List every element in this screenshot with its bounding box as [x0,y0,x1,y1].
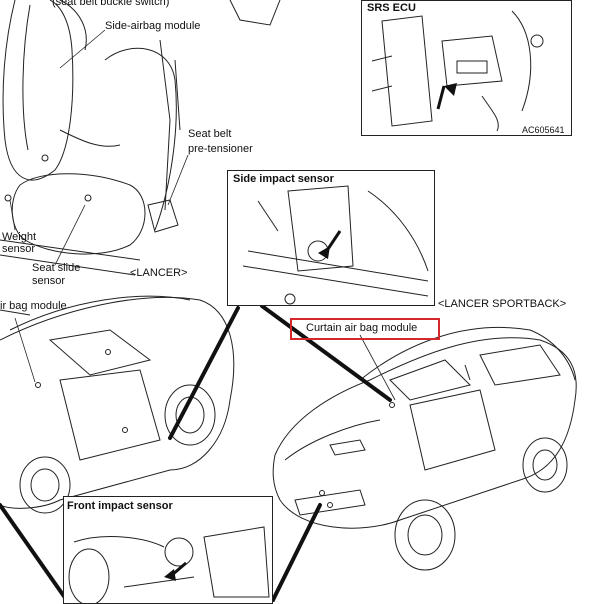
sportback-hood [284,419,381,461]
label-front-impact: Front impact sensor [67,500,173,512]
top-fragment [229,0,281,26]
sportback-rear-wheel [522,437,568,493]
leader-seat-slide [54,204,86,266]
seat-rail [0,239,141,276]
label-pretensioner-line1: Seat belt [188,128,232,140]
lancer-body [0,296,235,509]
label-seat-slide-line2: sensor [32,275,66,287]
lancer-roof [9,295,191,331]
lancer-rear-wheel [164,384,216,446]
seatbelt [159,39,181,211]
sportback-hood-vent [329,439,366,456]
sportback-body [272,337,577,529]
lancer-door [59,369,161,461]
leader-side-airbag [59,29,106,69]
leader-curtain-left [14,317,36,383]
leader-weight [9,199,16,231]
label-seatbelt-buckle: (seat belt buckle switch) [52,0,170,8]
curtain-airbag-highlight [290,318,440,340]
callout-side-impact-right [260,304,392,402]
seat-back [2,0,74,181]
lancer-window [48,329,152,376]
label-lancer: <LANCER> [130,267,188,279]
inset-srs-ecu [361,0,572,136]
label-pretensioner-line2: pre-tensioner [188,143,253,155]
label-curtain-airbag: Curtain air bag module [306,322,418,334]
label-srs-code: AC605641 [522,125,565,135]
label-side-airbag: Side-airbag module [105,20,201,32]
seat-cushion [11,173,146,255]
leader-pretensioner [167,154,189,206]
sportback-window [389,359,471,401]
label-srs-ecu: SRS ECU [367,2,416,14]
sportback-roof [359,327,576,381]
sportback-front-wheel [394,499,456,571]
label-lancer-sportback: <LANCER SPORTBACK> [438,298,567,310]
callout-front-impact-left [0,503,70,602]
label-weight-line1: Weight [2,231,37,243]
callout-side-impact-left [168,306,240,440]
label-side-impact: Side impact sensor [233,173,334,185]
sportback-grille [294,489,366,516]
sportback-door [409,389,496,471]
seat-back-inner [22,4,31,151]
inset-side-impact [227,170,435,306]
callout-front-impact-right [270,503,322,602]
label-airbag-module-left: ir bag module [0,300,67,312]
label-seat-slide-line1: Seat slide [32,262,81,274]
pretensioner [147,199,179,233]
sportback-rear-window [479,344,561,386]
inset-front-impact [63,496,273,604]
seat-headrest [59,0,87,51]
leader-curtain [359,334,396,401]
label-weight-line2: sensor [2,243,36,255]
lancer-front-wheel [19,456,71,514]
